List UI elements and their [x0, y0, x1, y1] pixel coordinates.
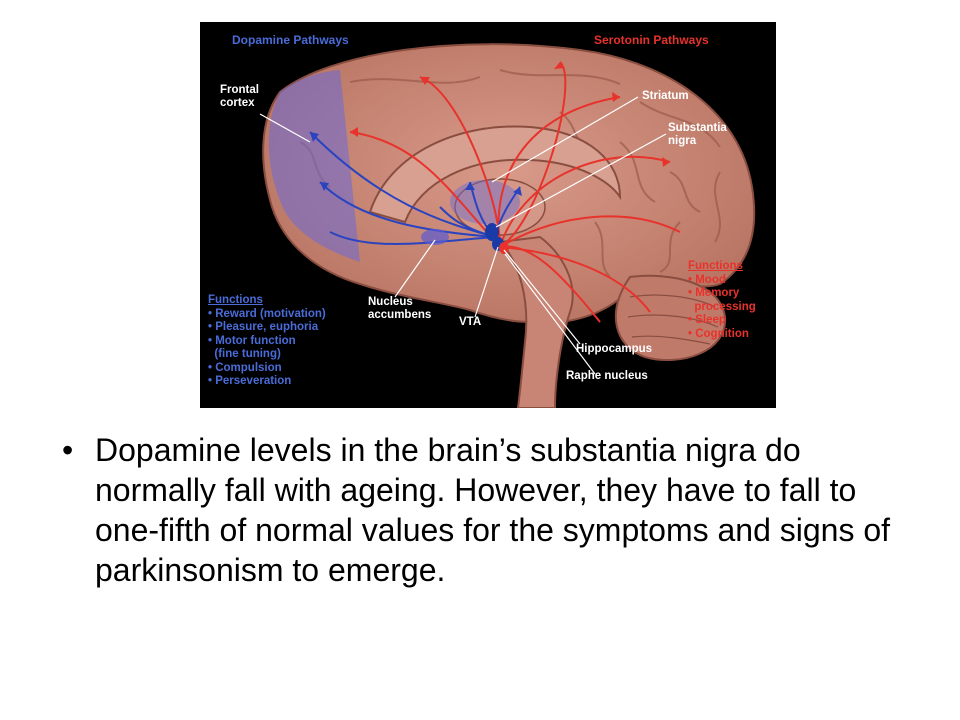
brain-pathways-figure: Dopamine Pathways Serotonin Pathways Fro…	[200, 22, 776, 408]
corpus-callosum	[368, 125, 622, 224]
nucleus-accumbens-label: Nucleus accumbens	[368, 296, 431, 322]
dopamine-function-item: • Compulsion	[208, 361, 282, 374]
serotonin-function-item: • Sleep	[688, 314, 726, 326]
dopamine-function-item: • Reward (motivation)	[208, 307, 326, 320]
dopamine-function-item: (fine tuning)	[208, 348, 281, 360]
frontal-cortex-label: Frontal cortex	[220, 84, 259, 110]
frontal-cortex-label-line2: cortex	[220, 97, 255, 109]
serotonin-pathways-title: Serotonin Pathways	[594, 33, 709, 47]
dopamine-function-item: • Perseveration	[208, 375, 292, 387]
substantia-nigra-label-line2: nigra	[668, 135, 697, 147]
leader-lines	[259, 96, 667, 375]
hippocampus-label: Hippocampus	[576, 343, 653, 355]
dopamine-pathways-title: Dopamine Pathways	[232, 33, 349, 47]
dopamine-functions-list: Functions• Reward (motivation)• Pleasure…	[208, 294, 326, 389]
brain-illustration	[259, 43, 756, 408]
nucleus-accumbens-region	[421, 229, 449, 245]
serotonin-functions-title: Functions	[688, 260, 743, 272]
frontal-cortex-region	[268, 70, 360, 262]
dopamine-function-item: • Motor function	[208, 334, 296, 347]
bullet-marker: •	[62, 432, 74, 468]
bullet-text: Dopamine levels in the brain’s substanti…	[95, 432, 891, 588]
frontal-cortex-label-line1: Frontal	[220, 84, 259, 96]
cerebellum	[614, 274, 727, 361]
raphe-nucleus-label: Raphe nucleus	[566, 370, 648, 382]
dopamine-arrowheads	[310, 132, 522, 196]
nucleus-accumbens-label-line1: Nucleus	[368, 296, 413, 308]
vta-label: VTA	[459, 316, 482, 328]
brainstem	[497, 235, 574, 408]
serotonin-function-item: • Mood	[688, 273, 726, 286]
cerebellum-folia	[627, 294, 719, 345]
serotonin-function-item: • Cognition	[688, 327, 749, 340]
dopamine-function-item: • Pleasure, euphoria	[208, 321, 319, 333]
serotonin-arrowheads	[350, 62, 670, 167]
serotonin-function-item: processing	[688, 300, 756, 313]
substantia-nigra-nucleus	[485, 223, 499, 241]
substantia-nigra-label: Substantia nigra	[668, 122, 727, 148]
substantia-nigra-label-line1: Substantia	[668, 122, 727, 134]
serotonin-function-item: • Memory	[688, 287, 740, 299]
dopamine-functions-title: Functions	[208, 294, 263, 306]
serotonin-functions-list: Functions• Mood• Memory processing• Slee…	[688, 260, 756, 341]
striatum-label: Striatum	[642, 90, 689, 102]
raphe-nucleus-dot	[499, 242, 509, 254]
nucleus-accumbens-label-line2: accumbens	[368, 309, 432, 321]
